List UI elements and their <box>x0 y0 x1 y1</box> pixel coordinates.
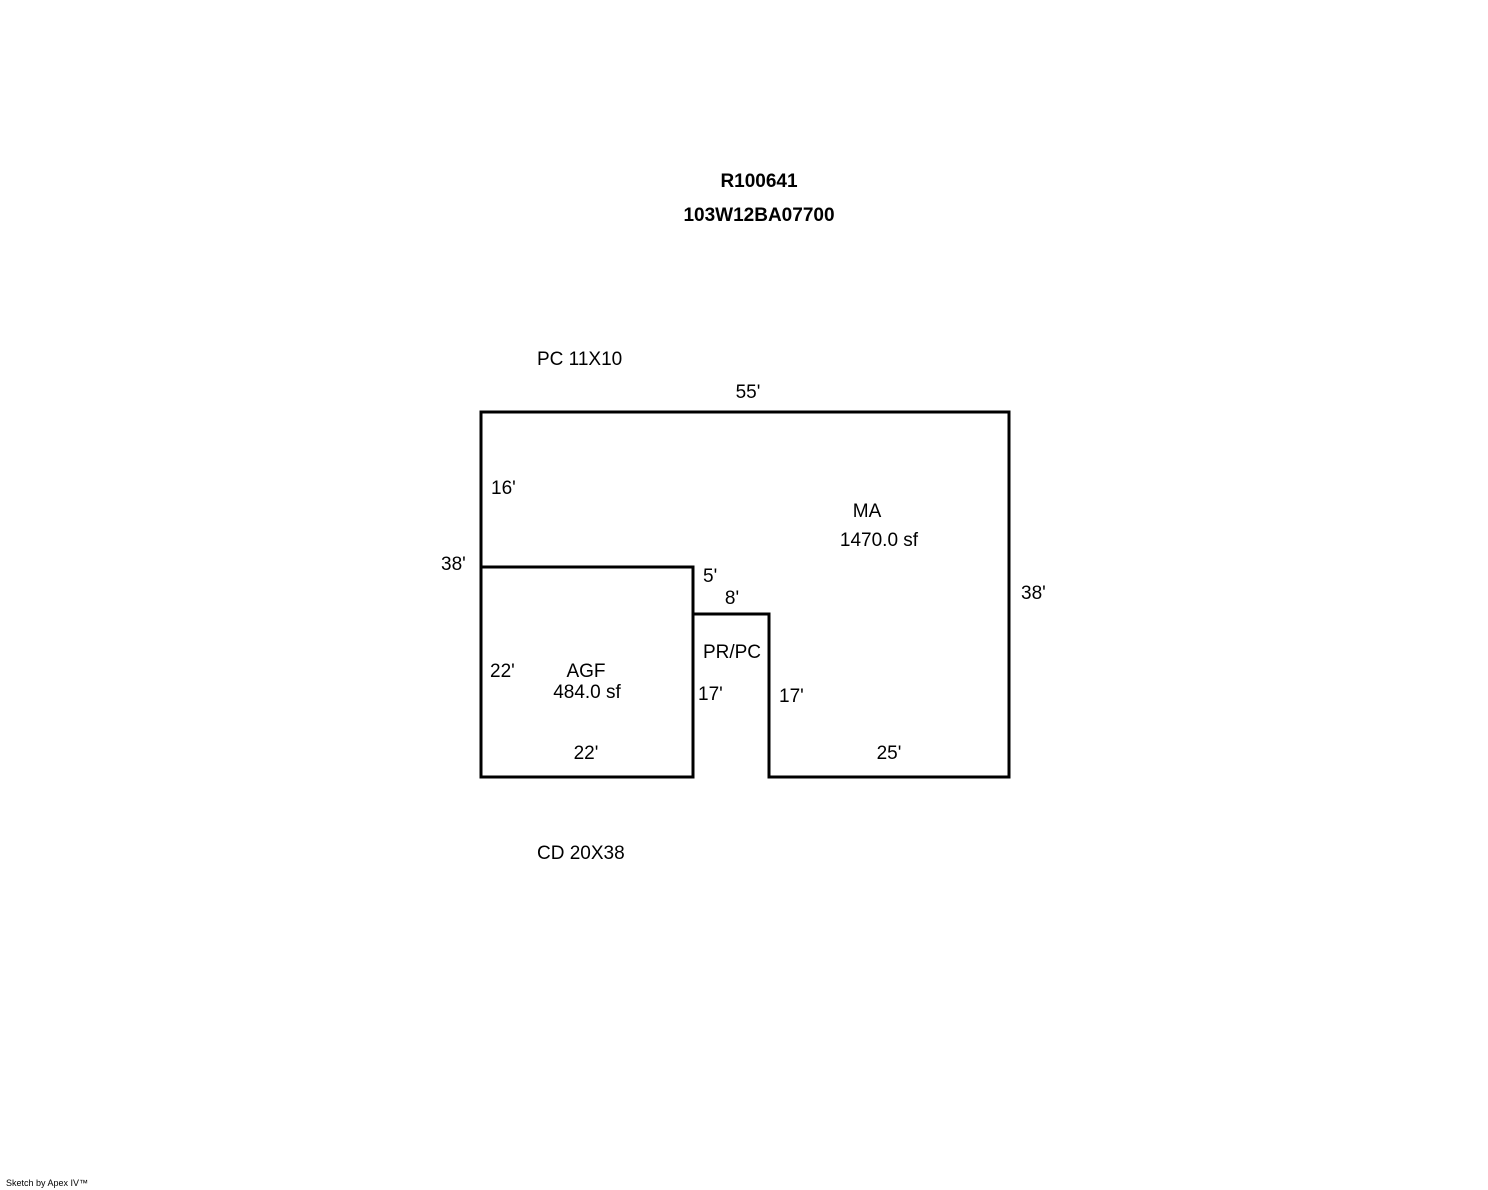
porch-cover-note: PC 11X10 <box>537 349 623 370</box>
dimension-step-down: 5' <box>703 566 718 587</box>
dimension-porch-right: 17' <box>779 686 804 707</box>
dimension-left-overall: 38' <box>441 554 466 575</box>
dimension-left-upper: 16' <box>491 478 516 499</box>
main-area-size: 1470.0 sf <box>839 530 919 551</box>
record-id: R100641 <box>720 171 798 192</box>
dimension-main-bottom: 25' <box>876 743 902 764</box>
main-area-outline <box>479 410 1011 779</box>
dimension-garage-left: 22' <box>490 661 515 682</box>
dimension-porch-left: 17' <box>698 684 723 705</box>
map-tax-lot: 103W12BA07700 <box>683 205 835 226</box>
dimension-porch-top: 8' <box>724 588 740 609</box>
deck-note: CD 20X38 <box>537 843 625 864</box>
dimension-right-overall: 38' <box>1021 583 1046 604</box>
garage-area-size: 484.0 sf <box>553 682 621 703</box>
main-area-code: MA <box>852 501 882 522</box>
garage-outline <box>479 567 695 779</box>
sketch-credit: Sketch by Apex IV™ <box>6 1178 89 1188</box>
dimension-top: 55' <box>735 382 761 403</box>
dimension-garage-bottom: 22' <box>573 743 599 764</box>
porch-code: PR/PC <box>702 642 762 663</box>
garage-code: AGF <box>566 661 606 682</box>
